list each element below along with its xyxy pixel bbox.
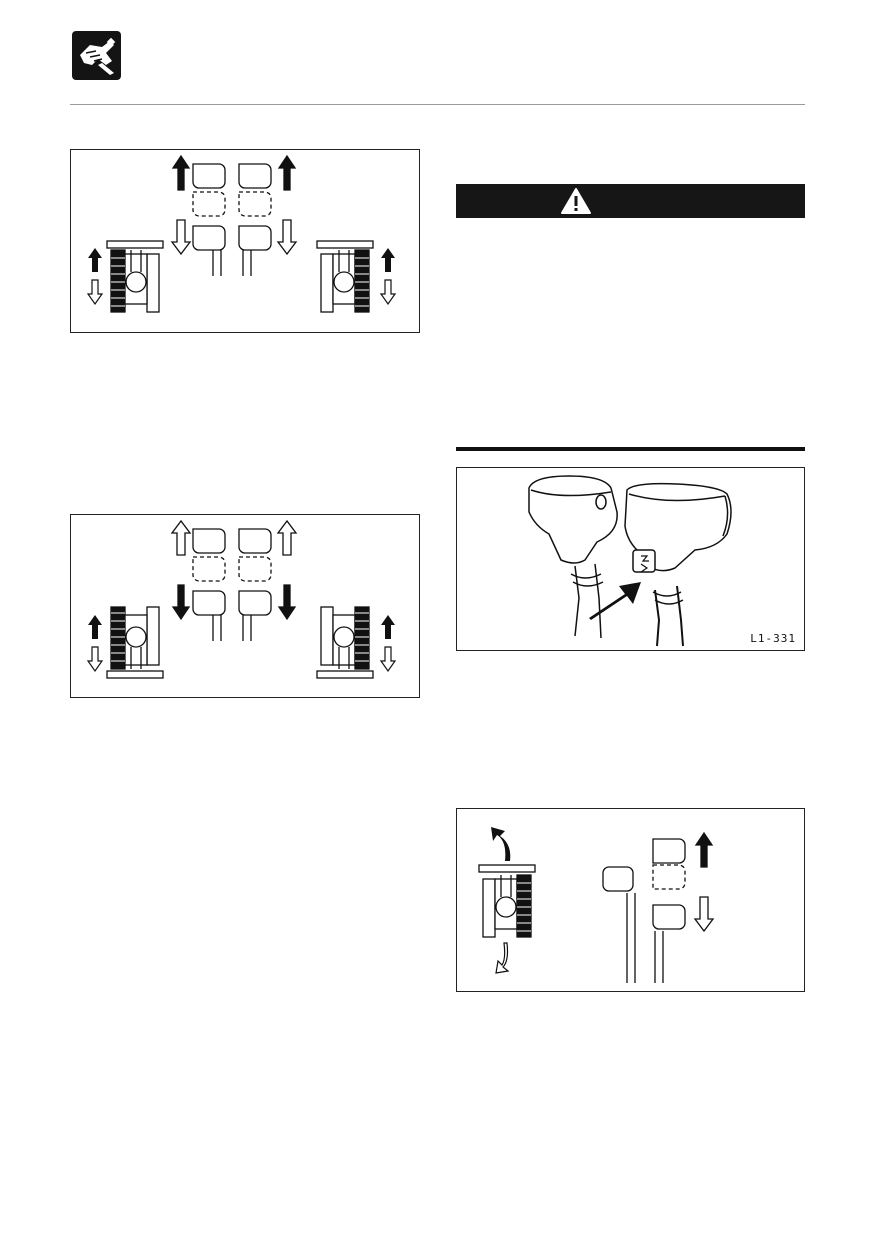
warning-banner: [456, 184, 805, 218]
travel-levers-forward-diagram: [70, 149, 420, 333]
lever-button-illustration: L1-331: [456, 467, 805, 651]
pivot-turn-diagram: [456, 808, 805, 992]
figure-code: L1-331: [750, 632, 796, 645]
travel-levers-reverse-diagram: [70, 514, 420, 698]
hand-lever-icon: [72, 31, 121, 80]
section-rule: [456, 447, 805, 451]
header-rule: [70, 104, 805, 105]
warning-triangle-icon: [561, 188, 591, 214]
